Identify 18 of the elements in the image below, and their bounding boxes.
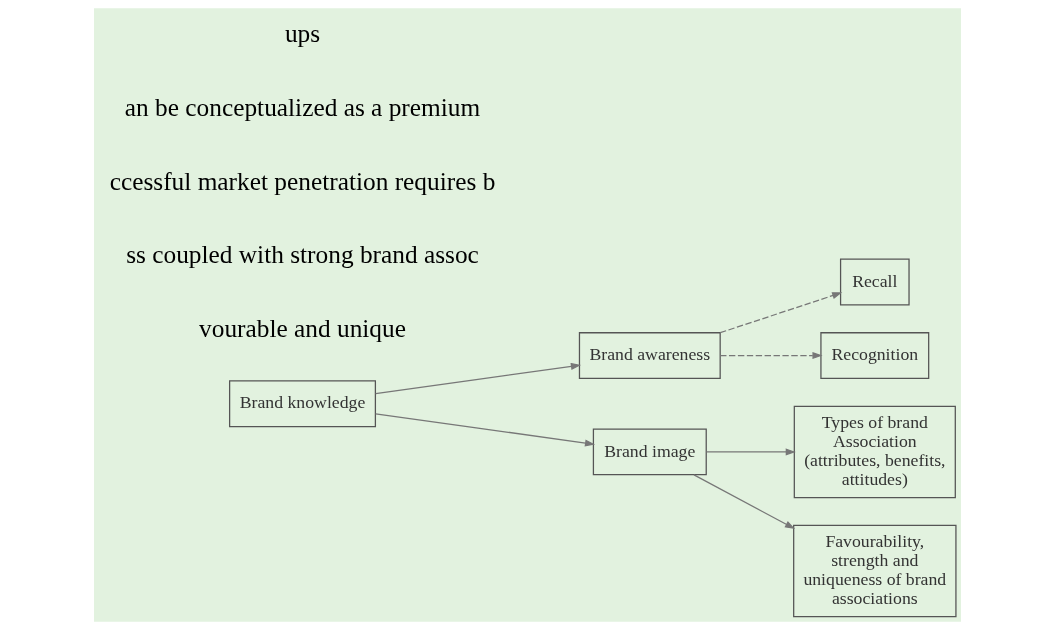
node-box: Brand awareness	[578, 332, 721, 379]
arrow	[719, 352, 823, 360]
node-box: Brand image	[592, 428, 707, 476]
node-box: Brand knowledge	[228, 380, 376, 428]
node-box: Recognition	[819, 332, 929, 379]
arrow	[719, 292, 842, 334]
arrow	[705, 448, 796, 456]
label: an be conceptualized as a premium	[124, 93, 480, 121]
label: ups	[284, 19, 320, 48]
node-box: Recall	[839, 258, 910, 306]
label: vourable and unique	[198, 313, 406, 342]
node-box: Favourability, strength and uniqueness of brand associations	[792, 524, 957, 618]
label: ccessful market penetration requires b	[109, 166, 495, 195]
label: ss coupled with strong brand assoc	[125, 240, 479, 269]
node-box: Types of brand Association (attributes, benefits, attitudes)	[793, 405, 956, 499]
arrow	[374, 413, 595, 447]
arrow	[374, 362, 581, 395]
arrow	[692, 474, 795, 530]
